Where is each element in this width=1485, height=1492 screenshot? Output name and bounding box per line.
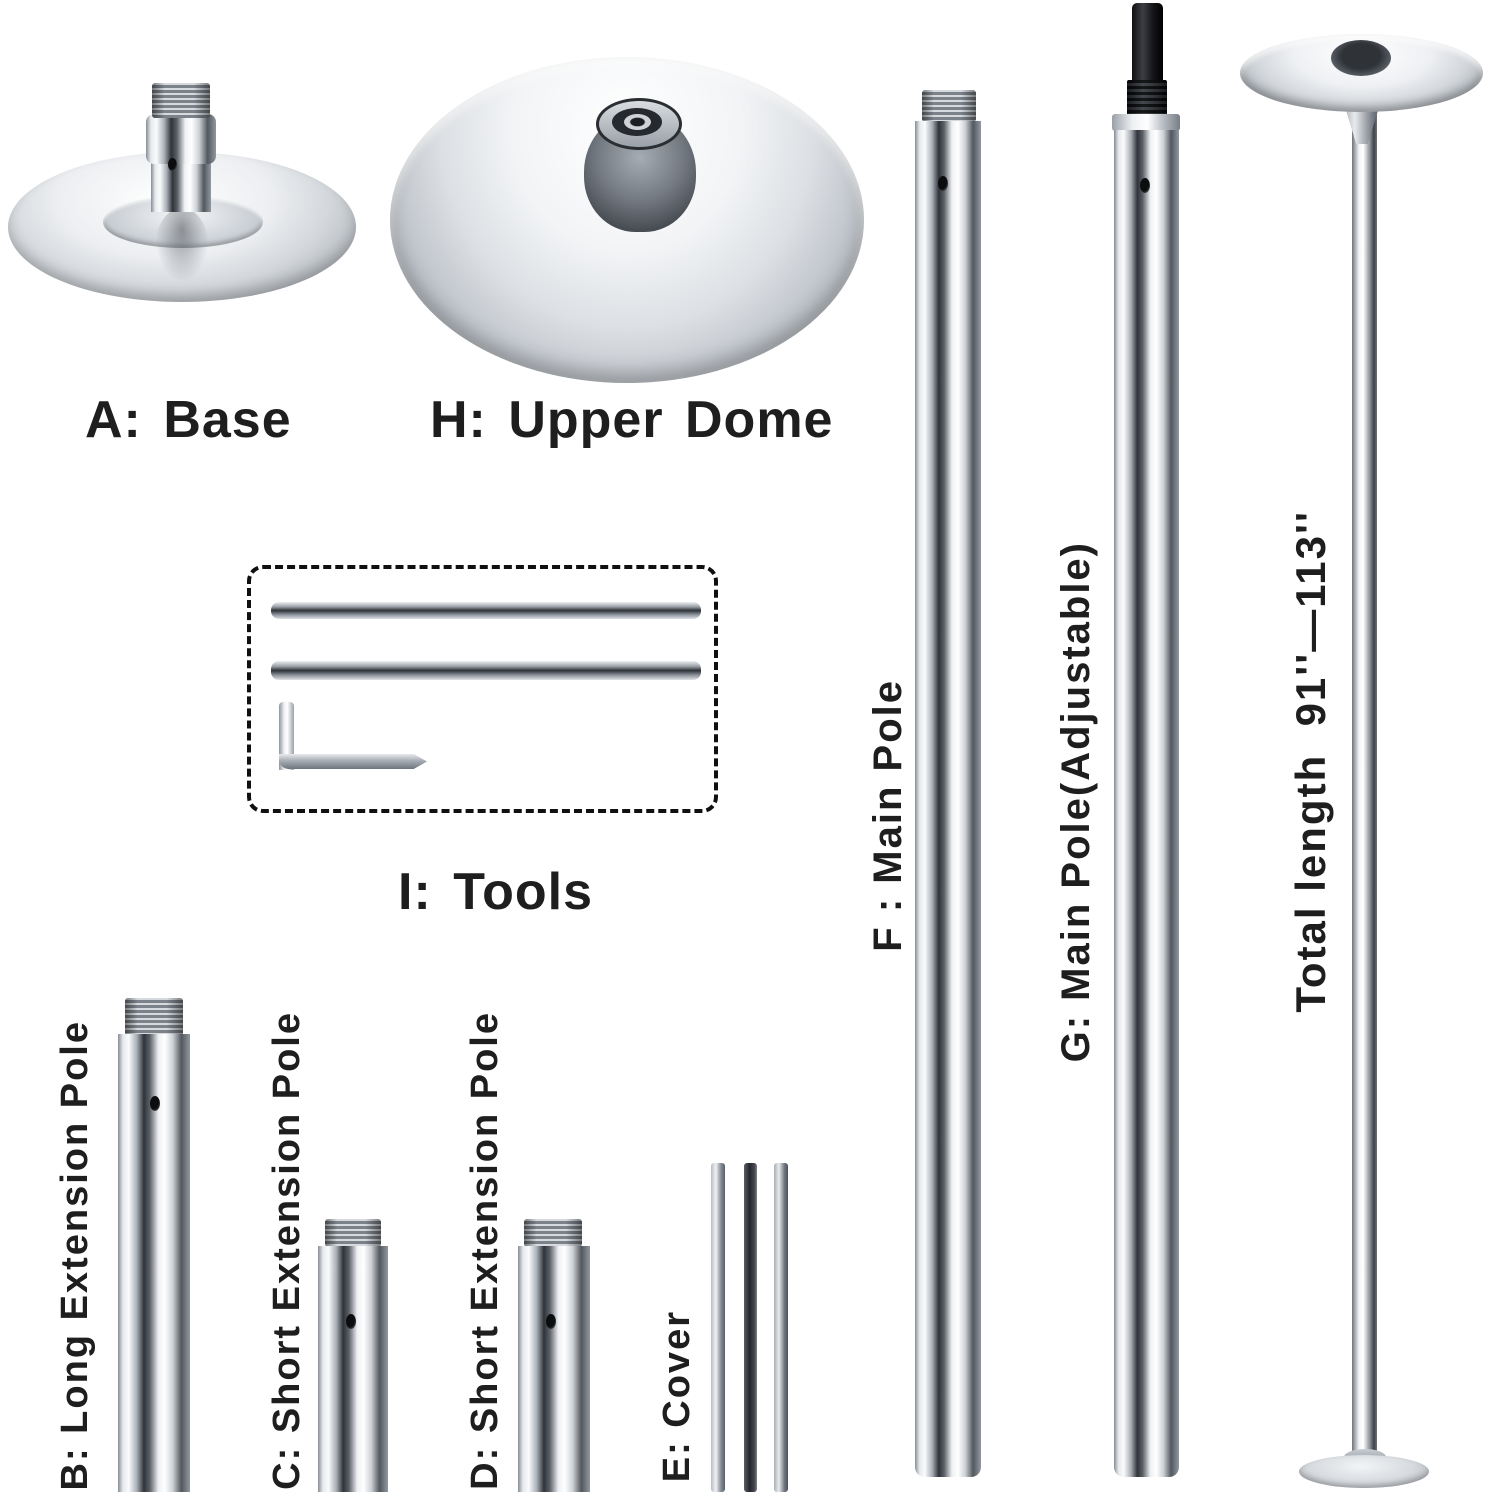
allen-key [279, 702, 429, 782]
main-pole-g-collar [1112, 114, 1180, 131]
main-pole-g-hole [1140, 178, 1150, 193]
short-extension-pole-c-hole [346, 1314, 356, 1329]
base-threaded-top [152, 83, 210, 118]
short-extension-pole-d-hole [546, 1314, 556, 1329]
base-stem-reflection [156, 208, 208, 280]
allen-key-horizontal [279, 754, 427, 769]
main-pole-f-hole [938, 176, 948, 191]
upper-dome-photo [380, 0, 880, 400]
assembled-pole-base [1299, 1455, 1429, 1488]
allen-key-vertical [279, 702, 294, 770]
total-length-label: Total length 91''—113'' [1287, 510, 1334, 1013]
main-pole-f-thread [922, 90, 976, 122]
short-extension-pole-d-thread [524, 1219, 582, 1247]
cover-strip-3 [774, 1163, 788, 1492]
assembled-pole-shaft [1352, 108, 1377, 1462]
main-pole-f-label: F : Main Pole [866, 679, 910, 952]
base-collar [146, 114, 216, 164]
main-pole-f [915, 121, 981, 1477]
short-extension-pole-c-thread [325, 1219, 381, 1247]
long-extension-pole-hole [150, 1096, 160, 1111]
dome-bearing-core [624, 114, 651, 130]
tension-rod-2 [271, 661, 701, 680]
main-pole-g-top-rod [1132, 3, 1163, 81]
main-pole-g-black-thread [1127, 80, 1167, 116]
tools-label: I: Tools [398, 863, 594, 921]
upper-dome-label: H: Upper Dome [430, 391, 834, 449]
main-pole-g [1114, 130, 1179, 1477]
base-photo [0, 0, 380, 320]
base-label: A: Base [85, 391, 292, 449]
cover-label: E: Cover [656, 1309, 698, 1482]
long-extension-pole-label: B: Long Extension Pole [54, 1019, 96, 1490]
tension-rod-1 [271, 602, 701, 619]
cover-strip-2 [744, 1163, 757, 1492]
tools-box [247, 565, 718, 813]
short-extension-pole-c [318, 1246, 388, 1492]
cover-strip-1 [711, 1163, 725, 1492]
long-extension-pole-thread [125, 998, 183, 1036]
main-pole-g-label: G: Main Pole(Adjustable) [1054, 540, 1098, 1062]
base-stem [151, 160, 211, 212]
short-extension-pole-d [518, 1246, 590, 1492]
assembled-pole [1230, 0, 1485, 1492]
short-extension-pole-c-label: C: Short Extension Pole [266, 1011, 308, 1490]
assembled-pole-dome-bearing [1331, 40, 1391, 76]
short-extension-pole-d-label: D: Short Extension Pole [464, 1011, 506, 1490]
base-setscrew-hole [168, 158, 177, 171]
